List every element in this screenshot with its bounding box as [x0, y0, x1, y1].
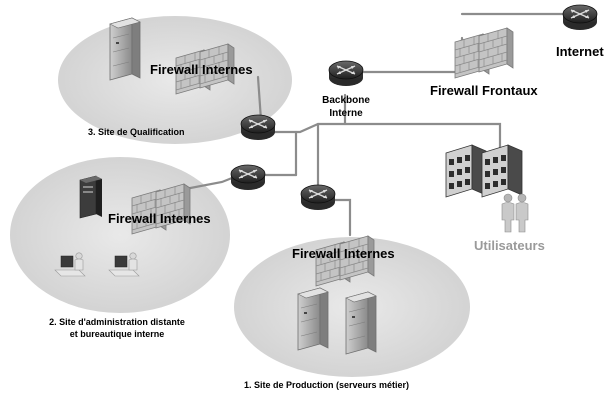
server-icon: [79, 175, 103, 219]
site-admin-label: 2. Site d'administration distante et bur…: [22, 318, 212, 339]
user-icon: [515, 193, 529, 233]
router-icon: [328, 60, 364, 87]
router-icon: [562, 4, 598, 31]
firewall-qualif-label: Firewall Internes: [150, 62, 253, 77]
firewall-prod-label: Firewall Internes: [292, 246, 395, 261]
firewall-admin-label: Firewall Internes: [108, 211, 211, 226]
router-icon: [230, 164, 266, 191]
backbone-label-line2: Interne: [329, 108, 363, 119]
internet-label: Internet: [556, 44, 604, 59]
firewall-frontaux-label: Firewall Frontaux: [430, 83, 538, 98]
server-icon: [345, 291, 377, 355]
site-admin-label-line2: et bureautique interne: [69, 329, 165, 339]
site-qualification-label: 3. Site de Qualification: [88, 127, 185, 137]
utilisateurs-label: Utilisateurs: [474, 238, 545, 253]
backbone-label: Backbone Interne: [320, 96, 372, 119]
building-icon: [481, 144, 523, 198]
building-icon: [445, 144, 487, 198]
firewall-icon: [455, 28, 513, 78]
site-admin-label-line1: 2. Site d'administration distante: [49, 317, 185, 327]
server-icon: [297, 287, 329, 351]
router-icon: [240, 114, 276, 141]
site-production-label: 1. Site de Production (serveurs métier): [244, 380, 410, 390]
router-icon: [300, 184, 336, 211]
zone-administration: [10, 157, 230, 313]
user-icon: [501, 193, 515, 233]
server-icon: [109, 17, 141, 81]
backbone-label-line1: Backbone: [322, 95, 370, 106]
